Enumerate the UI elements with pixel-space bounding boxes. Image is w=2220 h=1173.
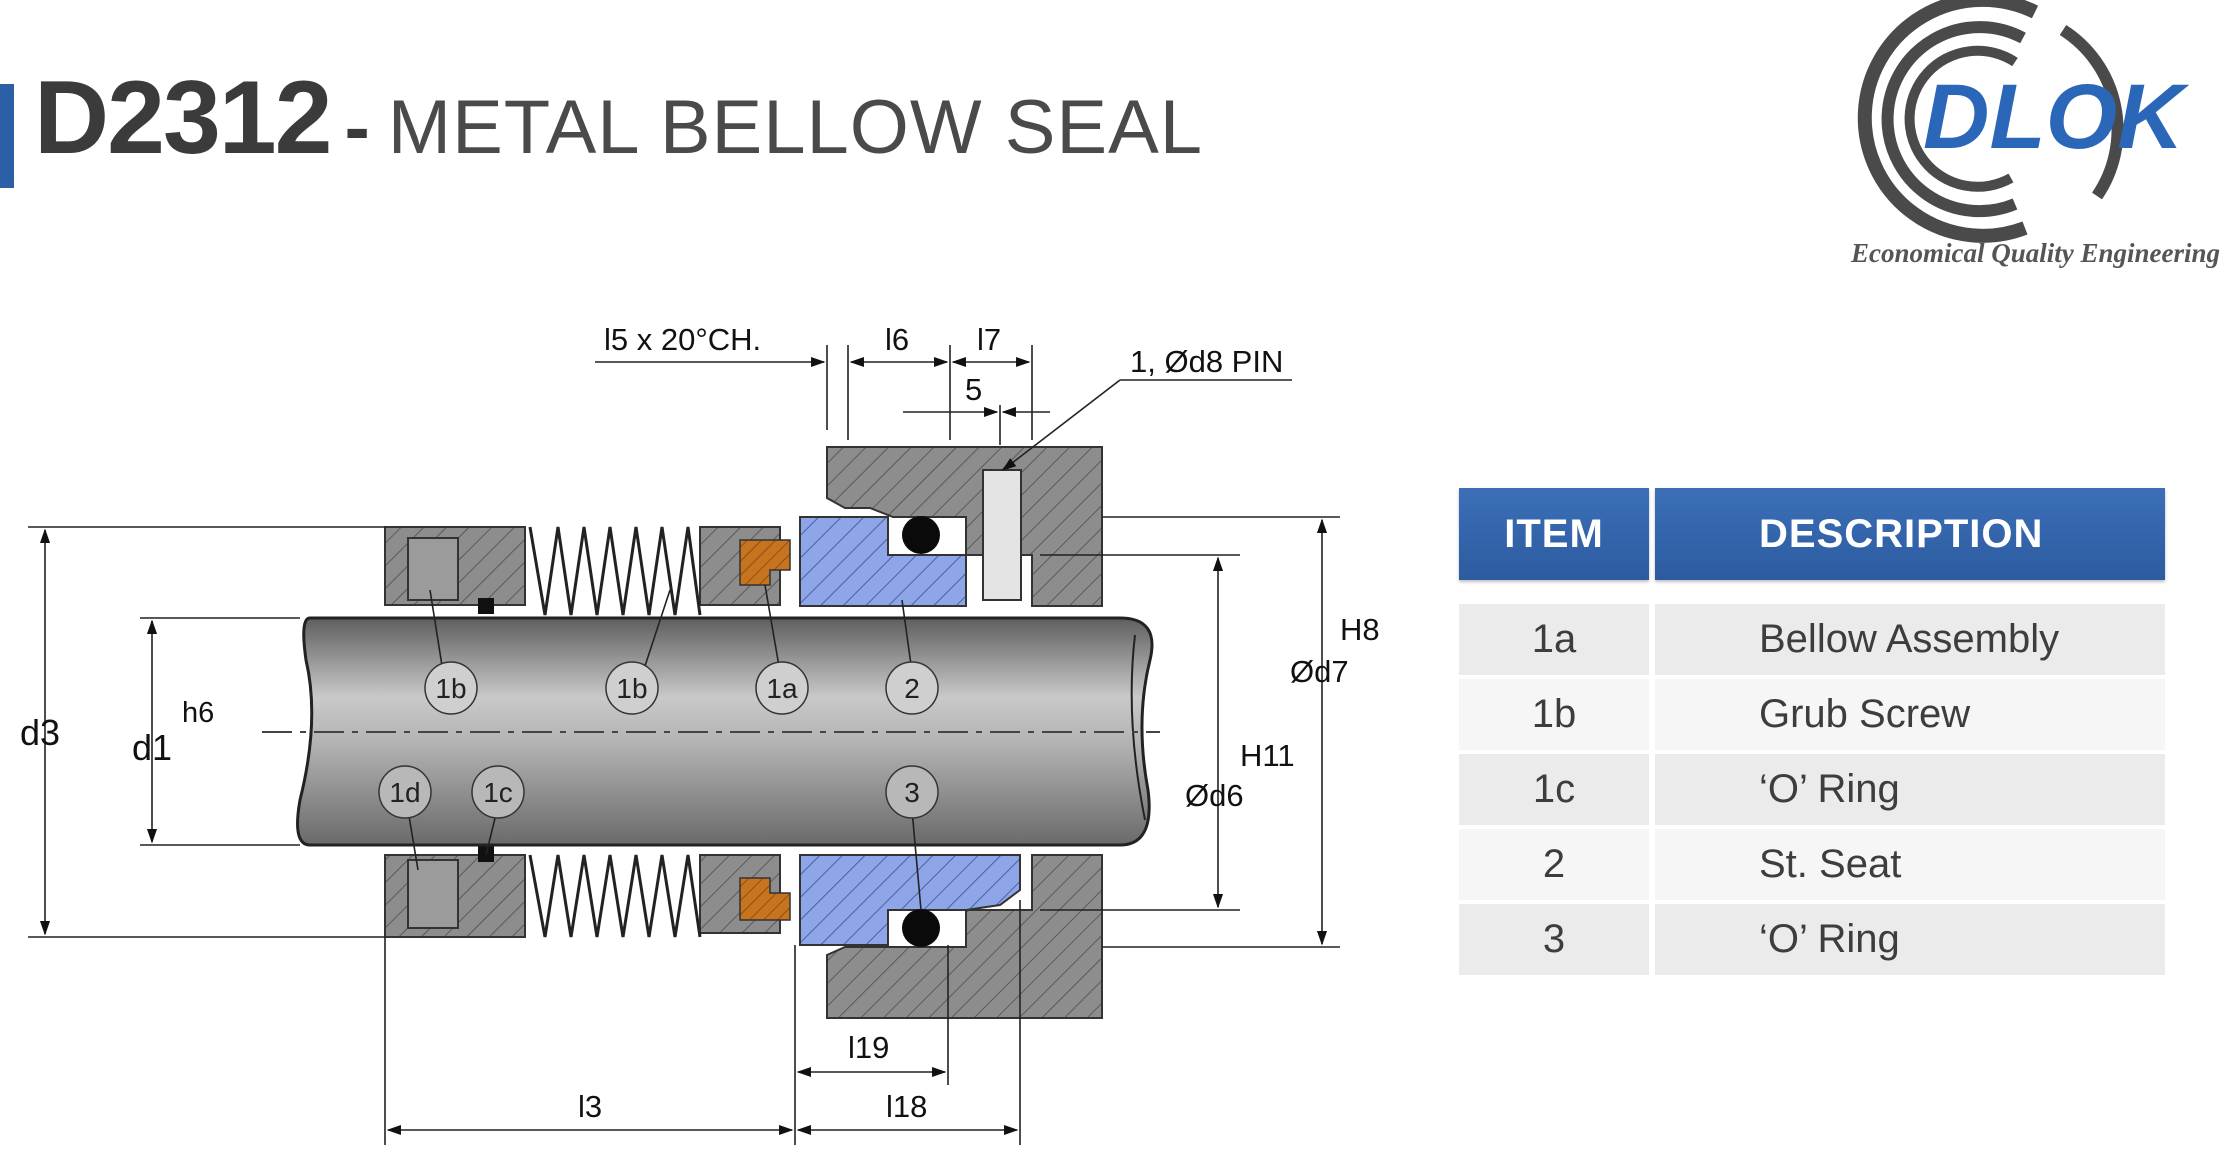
- dim-d6: Ød6: [1185, 778, 1244, 813]
- title-accent-bar: [0, 84, 14, 188]
- row-description: ‘O’ Ring: [1655, 904, 2165, 975]
- gland-housing-lower: [826, 854, 1103, 1019]
- grub-screw-lower: [407, 859, 459, 929]
- row-item: 1b: [1459, 679, 1649, 750]
- callout-1b-left: 1b: [424, 661, 478, 715]
- callout-1b-bellows: 1b: [605, 661, 659, 715]
- dim-d1: d1: [132, 727, 172, 768]
- seal-face-1a-upper: [739, 539, 791, 586]
- row-description: Bellow Assembly: [1655, 604, 2165, 675]
- seal-cross-section-drawing: l5 x 20°CH. l6 l7 5 1, Ød8 PIN d3 d1 h6 …: [20, 322, 1380, 1145]
- gland-housing-upper: [826, 446, 1103, 607]
- product-code: D2312: [34, 60, 332, 176]
- logo-wordmark: DLOK: [1923, 66, 2190, 168]
- callout-1a: 1a: [755, 661, 809, 715]
- product-name: METAL BELLOW SEAL: [387, 85, 1204, 170]
- o-ring-3-upper: [902, 516, 940, 554]
- parts-table-header: ITEM DESCRIPTION: [1459, 488, 2165, 580]
- row-item: 2: [1459, 829, 1649, 900]
- pin: [982, 469, 1022, 601]
- table-row: 1a Bellow Assembly: [1459, 604, 2165, 675]
- header-item: ITEM: [1459, 488, 1649, 580]
- parts-table-body: 1a Bellow Assembly 1b Grub Screw 1c ‘O’ …: [1459, 604, 2165, 975]
- bellows-upper: [528, 526, 702, 616]
- grub-screw-upper: [407, 537, 459, 601]
- row-item: 1a: [1459, 604, 1649, 675]
- dim-l18: l18: [886, 1089, 927, 1124]
- callout-3: 3: [885, 765, 939, 819]
- dim-l6: l6: [885, 322, 909, 357]
- dim-chamfer: l5 x 20°CH.: [604, 322, 761, 357]
- dim-h11: H11: [1240, 738, 1295, 773]
- dim-l19: l19: [848, 1030, 889, 1065]
- svg-text:1d: 1d: [389, 777, 420, 808]
- dim-pin: 1, Ød8 PIN: [1130, 344, 1283, 379]
- dim-l7: l7: [977, 322, 1001, 357]
- row-item: 1c: [1459, 754, 1649, 825]
- dim-d3: d3: [20, 712, 60, 753]
- dim-h6: h6: [182, 697, 214, 729]
- svg-text:1a: 1a: [766, 673, 798, 704]
- callout-2: 2: [885, 661, 939, 715]
- row-item: 3: [1459, 904, 1649, 975]
- svg-text:1b: 1b: [435, 673, 466, 704]
- stationary-seat-upper: [799, 516, 967, 607]
- title-separator: -: [344, 85, 370, 170]
- o-ring-3-lower: [902, 909, 940, 947]
- header-description: DESCRIPTION: [1655, 488, 2165, 580]
- table-row: 1c ‘O’ Ring: [1459, 754, 2165, 825]
- svg-text:1b: 1b: [616, 673, 647, 704]
- dim-h8: H8: [1340, 612, 1380, 647]
- page-title: D2312-METAL BELLOW SEAL: [34, 66, 1203, 170]
- dim-d7: Ød7: [1290, 654, 1349, 689]
- row-description: ‘O’ Ring: [1655, 754, 2165, 825]
- svg-text:1c: 1c: [483, 777, 513, 808]
- table-row: 3 ‘O’ Ring: [1459, 904, 2165, 975]
- callout-1d: 1d: [378, 765, 432, 819]
- parts-table: ITEM DESCRIPTION 1a Bellow Assembly 1b G…: [1459, 488, 2165, 979]
- dlok-logo: DLOK: [1857, 0, 2190, 243]
- callout-1c: 1c: [471, 765, 525, 819]
- row-description: St. Seat: [1655, 829, 2165, 900]
- logo-tagline: Economical Quality Engineering: [1850, 238, 2220, 268]
- dim-5: 5: [965, 372, 982, 407]
- stationary-seat-lower: [799, 854, 1021, 946]
- dim-l3: l3: [578, 1089, 602, 1124]
- seal-face-1a-lower: [739, 877, 791, 921]
- svg-text:3: 3: [904, 777, 920, 808]
- table-row: 2 St. Seat: [1459, 829, 2165, 900]
- o-ring-1c-upper: [478, 598, 494, 614]
- row-description: Grub Screw: [1655, 679, 2165, 750]
- bellows-lower: [528, 854, 702, 938]
- svg-text:2: 2: [904, 673, 920, 704]
- table-row: 1b Grub Screw: [1459, 679, 2165, 750]
